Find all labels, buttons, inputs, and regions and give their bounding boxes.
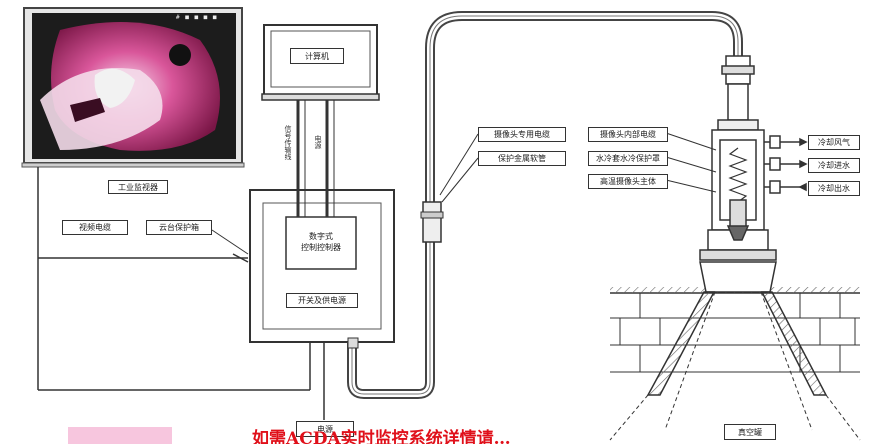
protect-box-label: 云台保护箱 [146, 220, 212, 235]
controller-label-line2: 控制控制器 [301, 243, 341, 252]
footer-caption: 如需ACDA实时监控系统详情请… [252, 429, 511, 444]
leader-lines [211, 132, 717, 255]
water-out-label: 冷却出水 [808, 181, 860, 196]
protect-hose-label: 保护金属软管 [478, 151, 566, 166]
cooling-jacket-label: 水冷套水冷保护罩 [588, 151, 668, 166]
control-box [249, 189, 395, 343]
controller-label-line1: 数字式 [309, 232, 333, 241]
air-in-label: 冷却风气 [808, 135, 860, 150]
camera-assembly [699, 55, 777, 261]
monitor-caption-label: 工业监视器 [108, 180, 168, 194]
power-label: 电源 [296, 421, 354, 437]
head-cable-label: 摄像头内部电缆 [588, 127, 668, 142]
computer-controller-cables [296, 100, 335, 217]
hose-coupling [422, 201, 442, 243]
monitor-camera-image [40, 22, 220, 151]
lens-label: 高温摄像头主体 [588, 174, 668, 189]
signal-line-label: 信号传输线 [284, 125, 292, 160]
industrial-monitor [21, 7, 245, 168]
furnace-label: 真空罐 [724, 424, 776, 440]
controller-label: 数字式 控制控制器 [288, 222, 354, 262]
power-line-label: 电源 [314, 135, 322, 149]
highlight-box [68, 427, 172, 444]
monitor-status-bar: # ■ ■ ■ ■ ■ [176, 14, 218, 21]
monitor-box-cables [37, 167, 311, 391]
computer-label: 计算机 [290, 48, 344, 64]
power-supply-label: 开关及供电源 [286, 293, 358, 308]
water-in-label: 冷却进水 [808, 158, 860, 173]
cooling-ports [764, 135, 808, 194]
camera-cable-label: 摄像头专用电缆 [478, 127, 566, 142]
furnace-structure [609, 261, 861, 441]
video-cable-label: 视频电缆 [62, 220, 128, 235]
